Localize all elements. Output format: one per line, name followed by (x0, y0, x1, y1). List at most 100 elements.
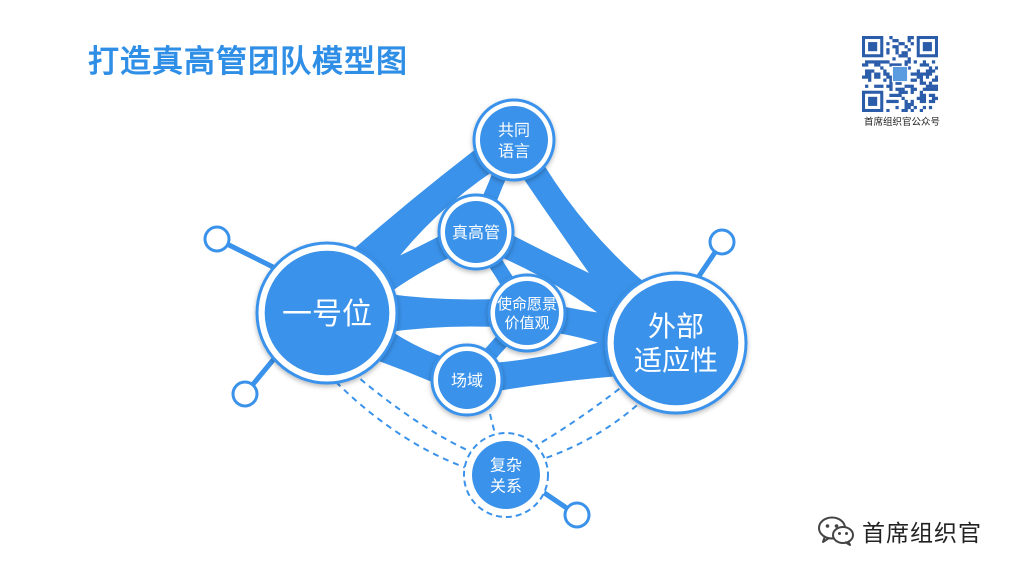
qr-module (898, 42, 902, 46)
qr-module (877, 75, 881, 79)
qr-module (880, 84, 884, 88)
qr-module (931, 99, 936, 104)
qr-module (877, 63, 881, 67)
qr-module (919, 93, 923, 97)
qr-module (916, 72, 920, 76)
qr-module (895, 39, 899, 43)
qr-module (880, 66, 884, 70)
qr-module (895, 99, 899, 104)
qr-module (919, 72, 923, 76)
qr-module (934, 84, 938, 88)
qr-module (910, 102, 914, 107)
qr-module (922, 72, 927, 76)
qr-module (922, 87, 927, 91)
qr-module (865, 63, 869, 67)
qr-module (928, 72, 933, 76)
qr-module (922, 93, 927, 97)
pin-no1-top-dot (203, 225, 231, 253)
qr-module (931, 87, 936, 91)
qr-module (931, 84, 936, 88)
qr-module (901, 54, 905, 58)
node-no1: 一号位 (255, 241, 399, 385)
qr-module (925, 69, 930, 73)
qr-module (910, 90, 914, 94)
qr-module (919, 108, 923, 112)
qr-module (922, 63, 927, 67)
qr-module (925, 75, 930, 79)
qr-module (865, 72, 869, 76)
qr-module (886, 108, 890, 112)
qr-module (889, 81, 893, 85)
qr-module (886, 75, 890, 79)
satellite-pins (203, 225, 736, 529)
dash-field-complex (489, 413, 497, 439)
qr-module (907, 84, 911, 88)
qr-module (931, 96, 936, 101)
qr-module (901, 42, 905, 46)
qr-module (928, 84, 933, 88)
qr-module (901, 90, 905, 94)
qr-module (868, 69, 872, 73)
qr-module (898, 81, 902, 85)
qr-module (871, 69, 875, 73)
qr-module (907, 36, 911, 40)
qr-module (904, 99, 908, 104)
qr-module (931, 93, 936, 97)
qr-module (919, 63, 923, 67)
qr-module (922, 60, 927, 64)
qr-module (922, 105, 927, 110)
pin-no1-bottom (231, 351, 281, 408)
qr-logo (891, 65, 909, 83)
qr-module (886, 48, 890, 52)
qr-module (910, 78, 914, 82)
qr-module (889, 99, 893, 104)
node-field-core (438, 351, 496, 409)
qr-module (868, 75, 872, 79)
qr-module (895, 51, 899, 55)
qr-module (928, 81, 933, 85)
qr-module (898, 63, 902, 67)
qr-module (889, 36, 893, 40)
qr-module (886, 51, 890, 55)
qr-code-icon (862, 36, 938, 112)
qr-module (892, 93, 896, 97)
qr-module (928, 87, 933, 91)
qr-module (907, 57, 911, 61)
qr-module (913, 87, 917, 91)
qr-module (907, 66, 911, 70)
dashed-connectors (335, 371, 646, 471)
qr-module (928, 66, 933, 70)
qr-module (928, 105, 933, 110)
qr-module (889, 78, 893, 82)
qr-module (895, 63, 899, 67)
diagram-nodes: 共同语言真高管使命愿景价值观场域一号位外部适应性复杂关系 (255, 98, 748, 518)
brand-name: 首席组织官 (862, 521, 982, 547)
qr-caption: 首席组织官公众号 (863, 117, 940, 128)
qr-module (928, 93, 933, 97)
node-no1-core (264, 250, 390, 376)
qr-module (883, 78, 887, 82)
qr-module (877, 72, 881, 76)
qr-module (928, 99, 933, 104)
qr-module (904, 60, 908, 64)
qr-finder-eye (868, 96, 878, 106)
qr-module (868, 72, 872, 76)
qr-module (913, 72, 917, 76)
qr-module (895, 105, 899, 110)
qr-code-block: 首席组织官公众号 (862, 36, 942, 128)
pin-complex (537, 487, 591, 529)
node-true-exec-core (445, 201, 507, 263)
qr-module (892, 99, 896, 104)
qr-module (898, 90, 902, 94)
node-mission-core (495, 281, 559, 345)
qr-module (916, 96, 920, 101)
qr-module (877, 84, 881, 88)
qr-module (895, 48, 899, 52)
qr-module (862, 75, 866, 79)
qr-module (934, 78, 938, 82)
qr-module (934, 66, 938, 70)
